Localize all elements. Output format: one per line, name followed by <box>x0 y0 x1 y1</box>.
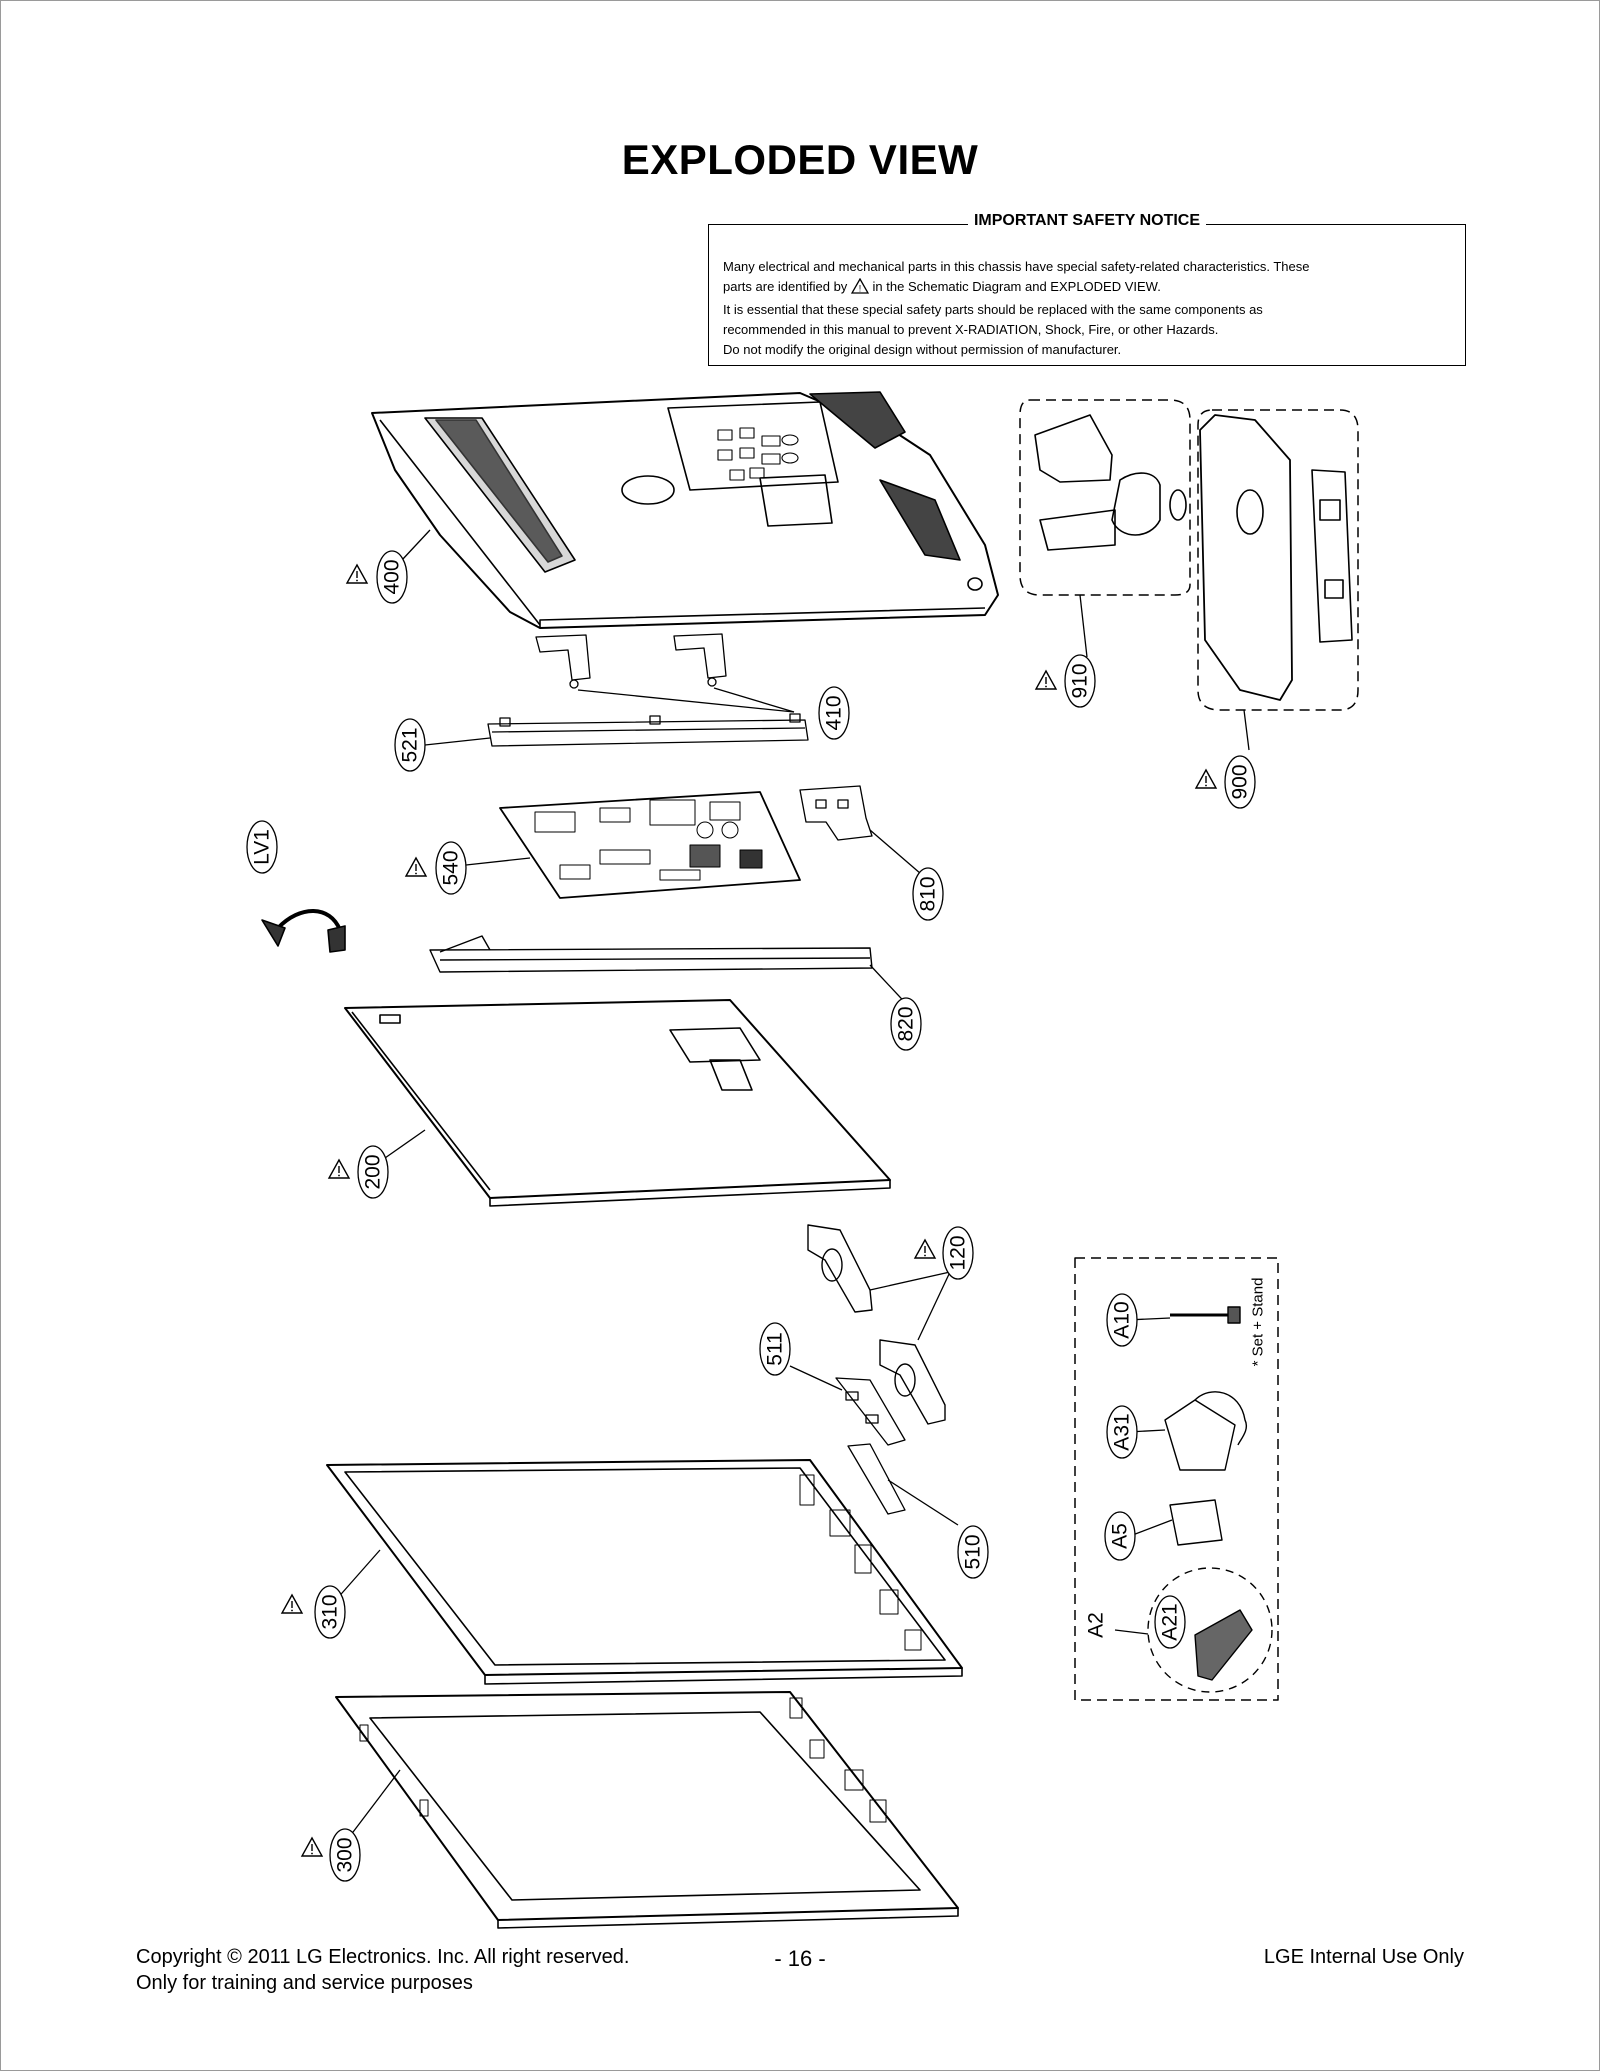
warning-icon-910 <box>1035 670 1057 690</box>
part-900-group-outline <box>1197 409 1359 711</box>
safety-notice-title-wrap: IMPORTANT SAFETY NOTICE <box>709 212 1465 230</box>
warning-icon-120 <box>914 1239 936 1259</box>
safety-notice-body: Many electrical and mechanical parts in … <box>723 257 1451 360</box>
callout-510-label: 510 <box>962 1534 985 1569</box>
callout-521: 521 <box>394 718 426 772</box>
notice-line-2: parts are identified by ! in the Schemat… <box>723 277 1451 300</box>
callout-A2-label: A2 <box>1085 1612 1108 1638</box>
adapter-part-A31 <box>1164 1391 1247 1471</box>
frame-part-820 <box>429 935 873 973</box>
warning-icon-310 <box>281 1594 303 1614</box>
screw-part-A10 <box>1170 1306 1241 1324</box>
callout-300: 300 <box>329 1828 361 1882</box>
part-910-group-outline <box>1019 399 1191 596</box>
notice-line-5: Do not modify the original design withou… <box>723 342 1122 357</box>
part-A2-group-outline <box>1147 1567 1273 1693</box>
callout-A2: A2 <box>1085 1612 1108 1638</box>
bracket-part-410 <box>535 633 727 689</box>
speaker-part-120 <box>807 1224 946 1425</box>
footer-internal: LGE Internal Use Only <box>1263 1946 1464 1968</box>
callout-A10: A10 <box>1106 1293 1138 1347</box>
callout-LV1-label: LV1 <box>251 829 274 865</box>
notice-line-2-after: in the Schematic Diagram and EXPLODED VI… <box>872 279 1161 294</box>
stand-neck-part-A21 <box>1194 1609 1253 1681</box>
stand-body-part-910 <box>1034 414 1187 551</box>
footer-page-number: - 16 - <box>774 1946 826 1971</box>
callout-A31-label: A31 <box>1111 1413 1134 1450</box>
callout-A10-label: A10 <box>1111 1301 1134 1338</box>
callout-400: 400 <box>376 550 408 604</box>
manual-part-A5 <box>1169 1499 1223 1546</box>
callout-120-label: 120 <box>947 1235 970 1270</box>
warning-icon-900 <box>1195 769 1217 789</box>
page-title: EXPLODED VIEW <box>621 136 979 183</box>
callout-A31: A31 <box>1106 1405 1138 1459</box>
safety-notice-box: IMPORTANT SAFETY NOTICE Many electrical … <box>708 212 1466 366</box>
warning-icon-200 <box>328 1159 350 1179</box>
callout-410-label: 410 <box>823 695 846 730</box>
callout-820-label: 820 <box>895 1006 918 1041</box>
notice-line-2-before: parts are identified by <box>723 279 848 294</box>
callout-910-label: 910 <box>1069 663 1092 698</box>
warning-icon-400 <box>346 564 368 584</box>
board-part-511 <box>835 1377 906 1446</box>
warning-icon-300 <box>301 1837 323 1857</box>
callout-310: 310 <box>314 1585 346 1639</box>
callout-200-label: 200 <box>362 1154 385 1189</box>
callout-200: 200 <box>357 1145 389 1199</box>
callout-810-label: 810 <box>917 876 940 911</box>
callout-300-label: 300 <box>334 1837 357 1872</box>
accessory-note: * Set + Stand <box>1250 1278 1267 1367</box>
callout-910: 910 <box>1064 654 1096 708</box>
safety-notice-title: IMPORTANT SAFETY NOTICE <box>967 212 1207 229</box>
callout-900-label: 900 <box>1229 764 1252 799</box>
notice-line-4: recommended in this manual to prevent X-… <box>723 322 1219 337</box>
callout-810: 810 <box>912 867 944 921</box>
callout-900: 900 <box>1224 755 1256 809</box>
callout-820: 820 <box>890 997 922 1051</box>
warning-icon-540 <box>405 857 427 877</box>
main-board-part-540 <box>499 791 801 899</box>
callout-A5: A5 <box>1104 1511 1136 1561</box>
callout-410: 410 <box>818 686 850 740</box>
bracket-part-810 <box>799 785 873 841</box>
callout-540-label: 540 <box>440 850 463 885</box>
svg-text:!: ! <box>859 284 862 294</box>
callout-120: 120 <box>942 1226 974 1280</box>
board-part-510 <box>847 1443 906 1515</box>
callout-511: 511 <box>759 1322 791 1376</box>
stand-base-part-900 <box>1199 414 1353 701</box>
callout-A21-label: A21 <box>1159 1603 1182 1640</box>
accessory-box-outline <box>1074 1257 1279 1701</box>
frame-part-310 <box>326 1459 963 1685</box>
bracket-part-521 <box>487 713 809 747</box>
callout-510: 510 <box>957 1525 989 1579</box>
callout-A5-label: A5 <box>1109 1523 1132 1549</box>
callout-540: 540 <box>435 841 467 895</box>
callout-LV1: LV1 <box>246 820 278 874</box>
footer-purpose: Only for training and service purposes <box>136 1972 473 1994</box>
notice-line-1: Many electrical and mechanical parts in … <box>723 259 1310 274</box>
footer-copyright: Copyright © 2011 LG Electronics. Inc. Al… <box>136 1946 630 1968</box>
warning-triangle-icon: ! <box>850 277 870 300</box>
callout-310-label: 310 <box>319 1594 342 1629</box>
callouts: 400 410 521 540 LV1 810 820 <box>246 550 1267 1882</box>
notice-line-3: It is essential that these special safet… <box>723 302 1263 317</box>
callout-511-label: 511 <box>764 1332 787 1365</box>
lcd-module-part-200 <box>344 999 891 1207</box>
callout-A21: A21 <box>1154 1595 1186 1649</box>
front-cover-part-300 <box>335 1691 959 1929</box>
accessory-note-label: * Set + Stand <box>1250 1278 1267 1367</box>
cable-part-LV1 <box>261 909 346 953</box>
callout-521-label: 521 <box>399 727 422 762</box>
back-cover-part-400 <box>371 391 999 629</box>
callout-400-label: 400 <box>381 559 404 594</box>
